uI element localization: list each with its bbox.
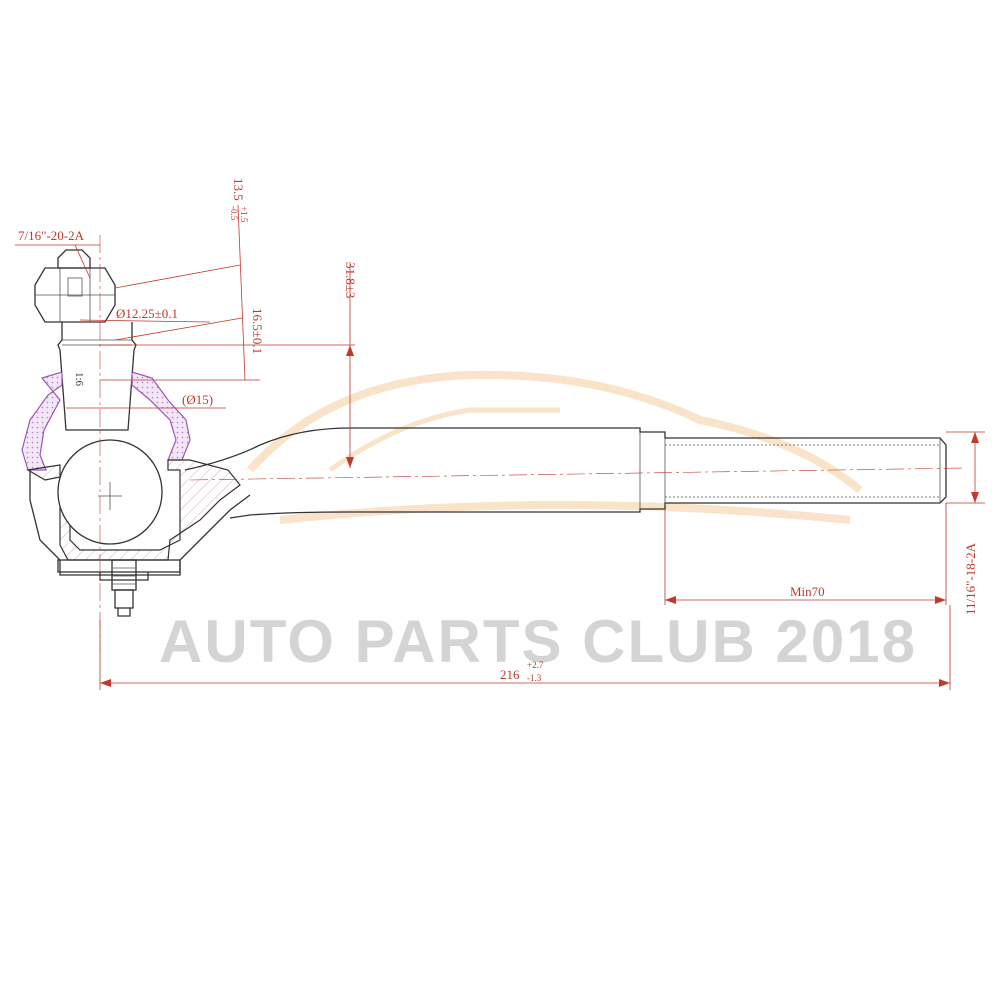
- dim-castle-height-tol-lower: -0.5: [229, 206, 239, 221]
- dim-overall-length-tol-lower: -1.3: [527, 673, 542, 683]
- dim-min-thread-length: Min70: [790, 584, 825, 599]
- tie-rod-end-part: [21, 235, 966, 650]
- watermark-text: AUTO PARTS CLUB 2018: [159, 608, 917, 675]
- dimension-lines: [15, 204, 985, 690]
- dim-taper-length: 16.5±0.1: [250, 308, 265, 354]
- dim-castle-height-tol-upper: +1.5: [239, 206, 249, 223]
- dim-shank-thread: 11/16"-18-2A: [963, 542, 978, 615]
- dim-boot-diameter: (Ø15): [182, 392, 213, 407]
- dim-taper-ratio: 1:6: [73, 372, 85, 387]
- dim-castle-height: 13.5: [231, 178, 246, 201]
- dim-overall-length-tol-upper: +2.7: [527, 660, 544, 670]
- watermark-car-logo: [247, 370, 863, 524]
- dim-stud-thread: 7/16"-20-2A: [18, 228, 85, 243]
- dim-stud-diameter: Ø12.25±0.1: [116, 306, 178, 321]
- castle-nut: [34, 249, 116, 323]
- dim-offset: 31.8±3: [343, 262, 358, 298]
- dim-overall-length: 216: [500, 667, 520, 682]
- tie-rod-shank: [184, 427, 947, 519]
